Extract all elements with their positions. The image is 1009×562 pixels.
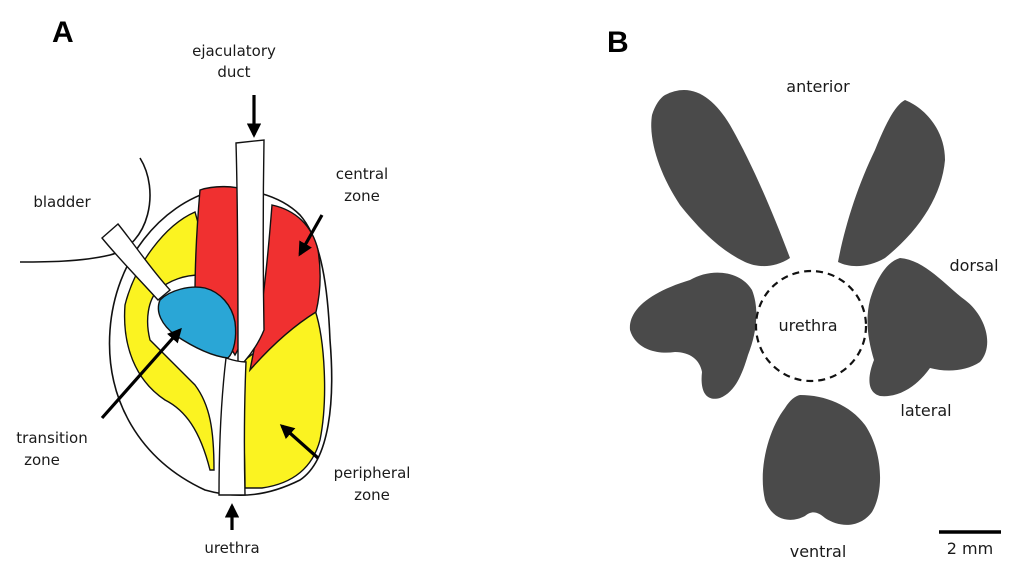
bladder-label: bladder (33, 193, 91, 211)
transition-zone-label-1: transition (16, 429, 87, 447)
panel-b-letter: B (607, 26, 629, 59)
urethra-channel (219, 358, 246, 495)
ejaculatory-duct-label-1: ejaculatory (192, 42, 276, 60)
ejaculatory-duct-label-2: duct (217, 63, 250, 81)
panel-a-letter: A (52, 16, 74, 49)
peripheral-zone-label-2: zone (354, 486, 390, 504)
central-zone-label-2: zone (344, 187, 380, 205)
transition-zone-label-2: zone (24, 451, 60, 469)
scale-bar-label: 2 mm (947, 539, 993, 558)
central-zone-label-1: central (336, 165, 388, 183)
left-lateral-lobe (630, 273, 756, 399)
anterior-right-lobe (838, 100, 945, 266)
lateral-label: lateral (900, 401, 951, 420)
ventral-label: ventral (790, 542, 847, 561)
panel-b: B anterior dorsal urethra lateral ventra… (607, 26, 1001, 561)
ventral-lobe (763, 395, 880, 525)
right-lateral-lobe (867, 258, 987, 396)
urethra-b-label: urethra (778, 316, 837, 335)
urethra-label: urethra (204, 539, 259, 557)
panel-a: A ejaculatory duct bladder central (16, 16, 410, 557)
anterior-label: anterior (786, 77, 850, 96)
anterior-left-lobe (651, 90, 790, 266)
peripheral-zone-label-1: peripheral (334, 464, 411, 482)
dorsal-label: dorsal (949, 256, 998, 275)
ejaculatory-duct (236, 140, 264, 362)
